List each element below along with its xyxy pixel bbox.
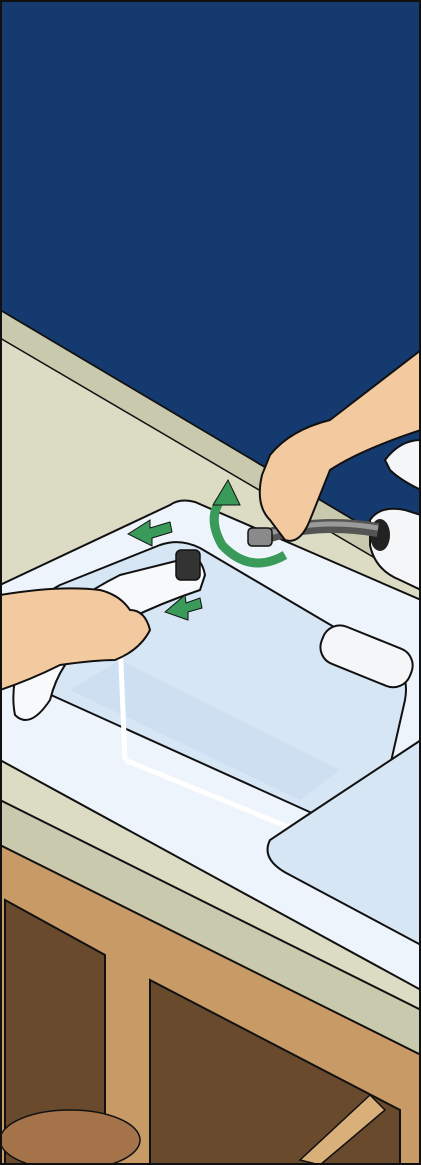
hose-fitting [248, 528, 272, 546]
bucket [0, 1110, 140, 1165]
sprayer-nozzle [176, 550, 200, 580]
